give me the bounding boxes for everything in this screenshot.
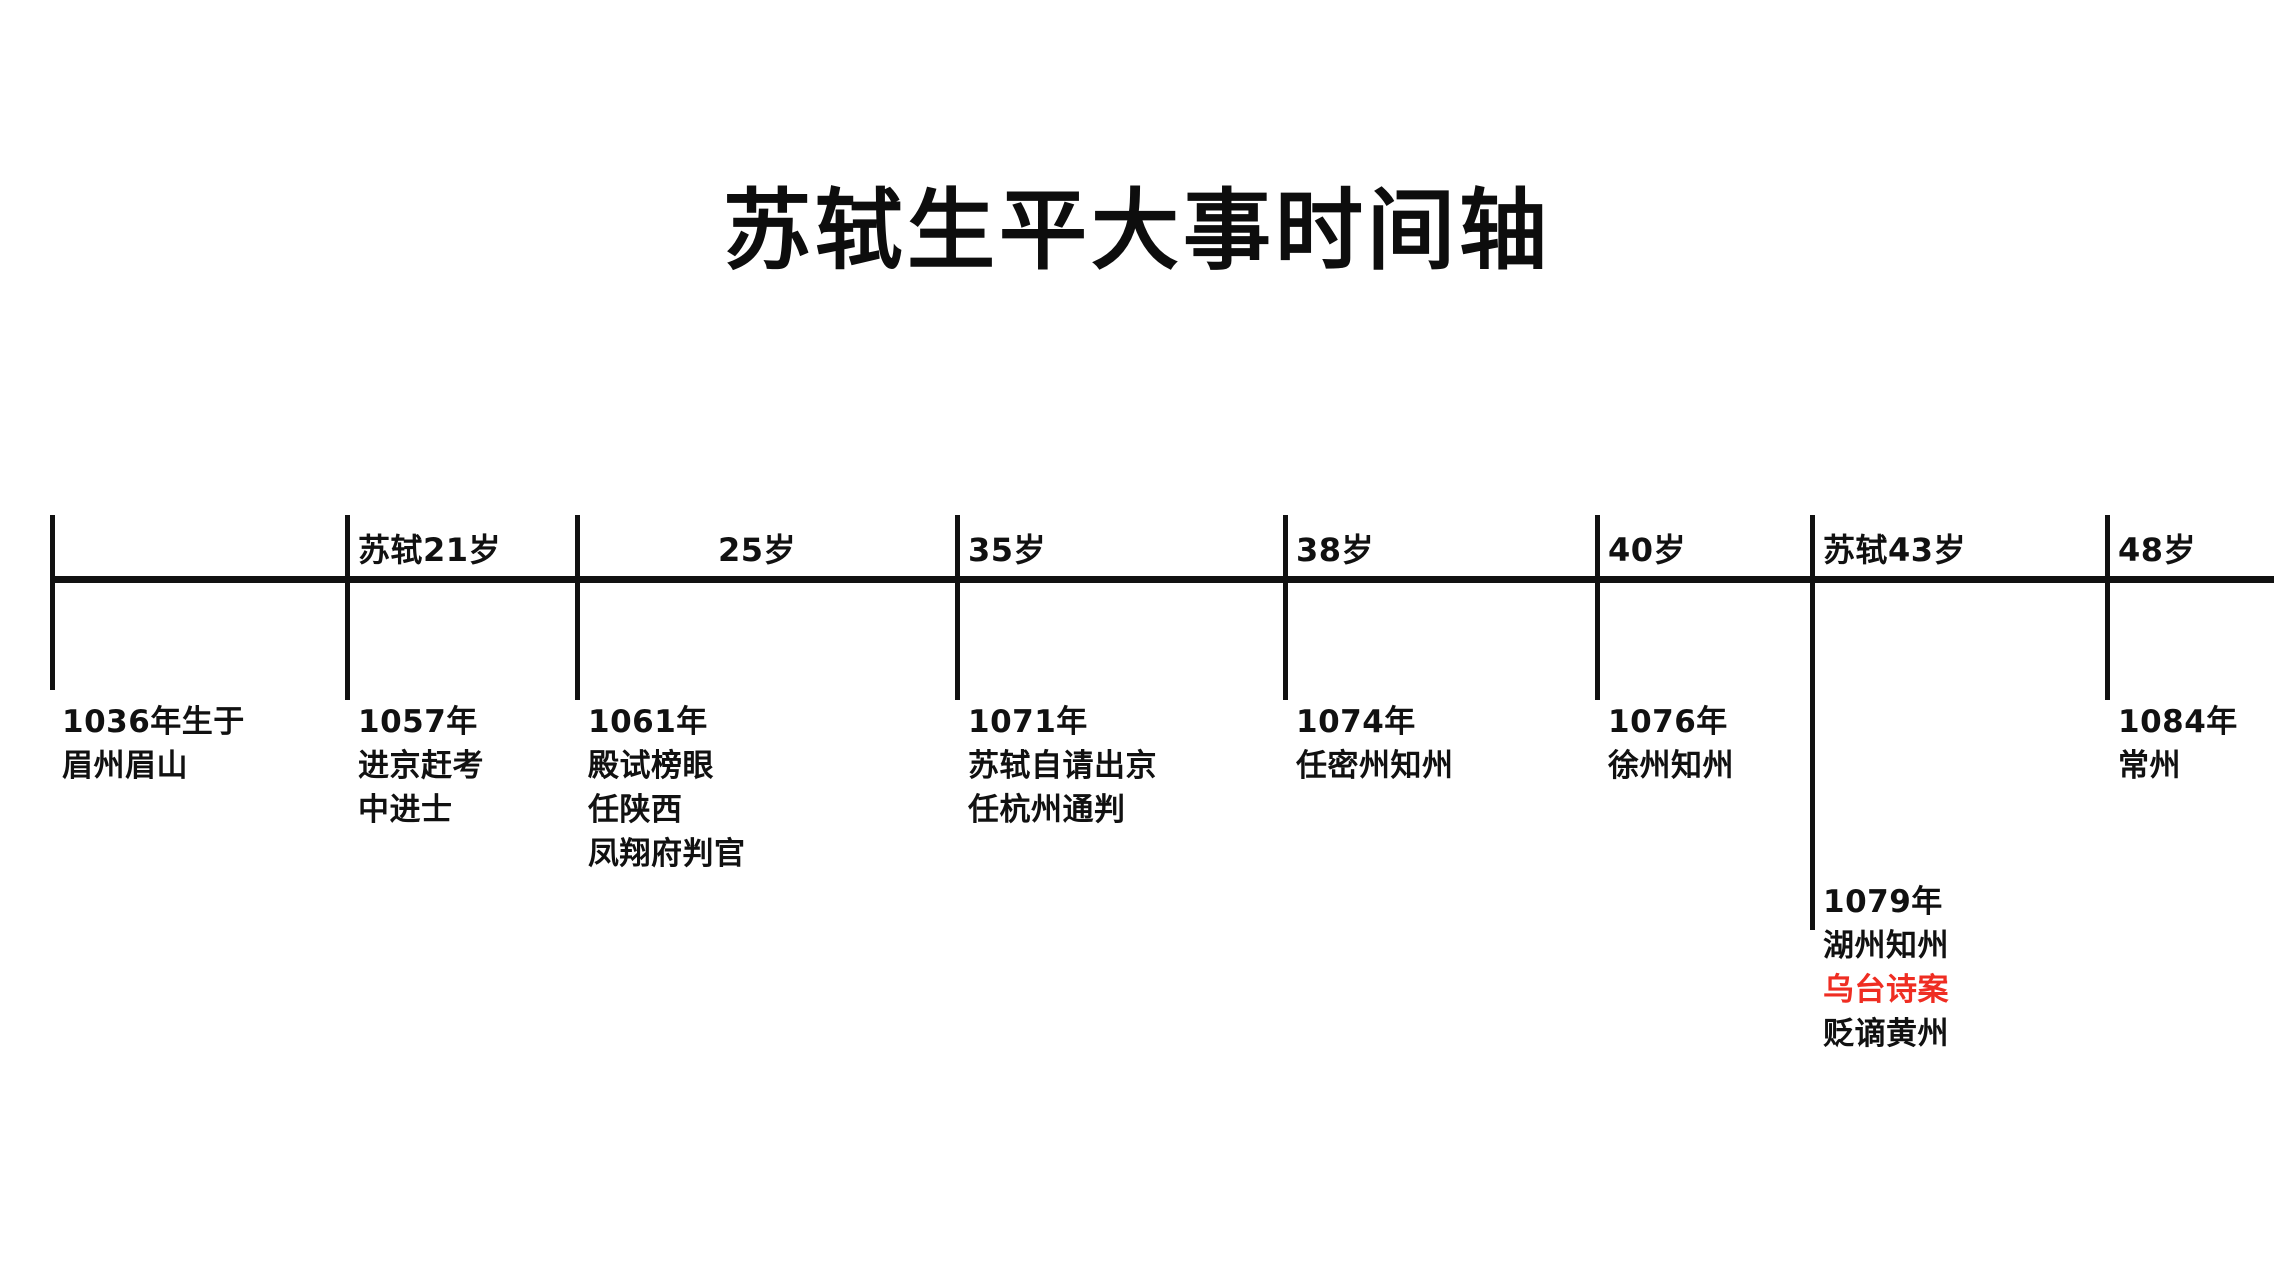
age-label-1057: 苏轼21岁	[358, 531, 502, 569]
timeline-event-1074: 1074年任密州知州	[1296, 700, 1454, 788]
timeline-tick-1057	[345, 515, 350, 700]
event-line: 1074年	[1296, 704, 1416, 740]
timeline-tick-1074	[1283, 515, 1288, 700]
timeline-event-1076: 1076年徐州知州	[1608, 700, 1734, 788]
age-label-1061: 25岁	[718, 531, 797, 569]
timeline-axis-line	[50, 576, 2274, 583]
event-line: 任杭州通判	[968, 792, 1126, 829]
event-line: 进京赶考	[358, 748, 484, 785]
event-line: 1071年	[968, 704, 1088, 740]
page-title: 苏轼生平大事时间轴	[722, 179, 1551, 282]
event-line: 任密州知州	[1296, 748, 1454, 785]
event-line: 徐州知州	[1608, 748, 1734, 785]
event-line: 贬谪黄州	[1823, 1016, 1949, 1053]
timeline-event-1071: 1071年苏轼自请出京任杭州通判	[968, 700, 1157, 832]
event-line: 1076年	[1608, 704, 1728, 740]
event-line: 湖州知州	[1823, 928, 1949, 965]
timeline-event-1057: 1057年进京赶考中进士	[358, 700, 484, 832]
timeline-event-1079: 1079年湖州知州乌台诗案贬谪黄州	[1823, 880, 1949, 1056]
age-label-1074: 38岁	[1296, 531, 1375, 569]
event-line: 苏轼自请出京	[968, 748, 1157, 785]
event-line: 任陕西	[588, 792, 683, 829]
timeline-event-1061: 1061年殿试榜眼任陕西凤翔府判官	[588, 700, 746, 876]
event-line: 中进士	[358, 792, 453, 829]
timeline-tick-1061	[575, 515, 580, 700]
event-line: 凤翔府判官	[588, 836, 746, 873]
event-line: 1084年	[2118, 704, 2238, 740]
event-line: 常州	[2118, 748, 2181, 785]
age-label-1071: 35岁	[968, 531, 1047, 569]
timeline-tick-1079	[1810, 515, 1815, 930]
timeline-event-1036: 1036年生于眉州眉山	[62, 700, 245, 788]
event-line: 1057年	[358, 704, 478, 740]
age-label-1084: 48岁	[2118, 531, 2197, 569]
timeline-tick-1036	[50, 515, 55, 690]
event-line: 1036年生于	[62, 704, 245, 740]
timeline-tick-1071	[955, 515, 960, 700]
age-label-1079: 苏轼43岁	[1823, 531, 1967, 569]
timeline-tick-1076	[1595, 515, 1600, 700]
event-line: 1061年	[588, 704, 708, 740]
event-line: 1079年	[1823, 884, 1943, 920]
timeline-tick-1084	[2105, 515, 2110, 700]
event-line: 殿试榜眼	[588, 748, 714, 785]
event-line: 眉州眉山	[62, 748, 188, 785]
timeline-event-1084: 1084年常州	[2118, 700, 2238, 788]
event-line-highlight: 乌台诗案	[1823, 972, 1949, 1009]
age-label-1076: 40岁	[1608, 531, 1687, 569]
